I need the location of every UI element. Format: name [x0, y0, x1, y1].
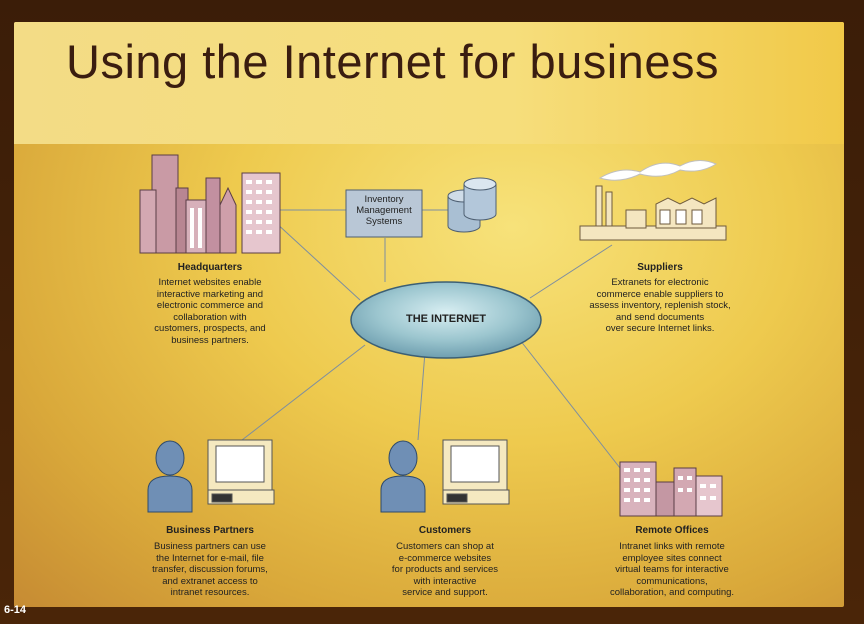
desc-line: the Internet for e-mail, file — [156, 552, 264, 564]
business-partners-person-icon — [147, 440, 193, 513]
remote-offices-buildings-icon — [619, 461, 723, 517]
inventory-box — [345, 189, 423, 238]
desc-line: Extranets for electronic — [611, 277, 709, 288]
internet-label: THE INTERNET — [405, 313, 487, 325]
desc-line: employee sites connect — [622, 552, 722, 564]
desc-line: commerce enable suppliers to — [596, 288, 724, 300]
desc-line: communications, — [636, 575, 708, 587]
slide-title: Using the Internet for business — [66, 35, 719, 88]
desc-line: with interactive — [413, 575, 477, 587]
customers-computer-icon — [442, 439, 510, 505]
customers-description: Customers can shop at e-commerce website… — [365, 541, 525, 599]
inventory-line: Systems — [365, 216, 403, 227]
desc-line: for products and services — [391, 564, 499, 576]
title-band — [14, 22, 844, 144]
headquarters-description: Internet websites enable interactive mar… — [130, 277, 290, 347]
desc-line: Business partners can use — [154, 541, 266, 552]
desc-line: and extranet access to — [162, 575, 258, 587]
inventory-line: Inventory — [364, 194, 404, 205]
desc-line: virtual teams for interactive — [615, 564, 729, 576]
desc-line: service and support. — [402, 587, 488, 599]
desc-line: Customers can shop at — [396, 541, 494, 552]
desc-line: and send documents — [615, 311, 705, 323]
headquarters-buildings-icon — [139, 154, 281, 254]
desc-line: Intranet links with remote — [619, 541, 725, 552]
slide-number: 6-14 — [4, 604, 27, 616]
connector-suppliers — [529, 244, 613, 299]
business-partners-computer-icon — [207, 439, 275, 505]
suppliers-title: Suppliers — [637, 262, 683, 273]
headquarters-title: Headquarters — [177, 262, 243, 273]
suppliers-description: Extranets for electronic commerce enable… — [575, 277, 745, 335]
remote-offices-title: Remote Offices — [635, 525, 709, 536]
desc-line: transfer, discussion forums, — [152, 564, 268, 576]
business-partners-description: Business partners can use the Internet f… — [130, 541, 290, 599]
desc-line: assess inventory, replenish stock, — [589, 300, 731, 312]
business-partners-title: Business Partners — [166, 525, 254, 536]
connector-remote — [519, 339, 621, 469]
desc-line: electronic commerce and — [156, 300, 264, 312]
customers-person-icon — [380, 440, 426, 513]
inventory-label: Inventory Management Systems — [347, 194, 421, 227]
connector-partners — [241, 344, 366, 441]
desc-line: intranet resources. — [170, 587, 250, 599]
desc-line: collaboration with — [173, 311, 247, 323]
desc-line: Internet websites enable — [158, 277, 262, 288]
desc-line: customers, prospects, and — [154, 323, 266, 335]
desc-line: e-commerce websites — [398, 552, 492, 564]
remote-offices-description: Intranet links with remote employee site… — [592, 541, 752, 599]
desc-line: business partners. — [171, 334, 249, 346]
internet-cloud — [350, 281, 542, 359]
customers-title: Customers — [418, 525, 472, 536]
desc-line: over secure Internet links. — [605, 323, 715, 335]
desc-line: interactive marketing and — [156, 288, 264, 300]
suppliers-factory-icon — [579, 160, 727, 241]
inventory-line: Management — [356, 205, 412, 216]
database-icon — [447, 177, 497, 233]
connector-customers — [417, 351, 426, 441]
desc-line: collaboration, and computing. — [609, 587, 735, 599]
